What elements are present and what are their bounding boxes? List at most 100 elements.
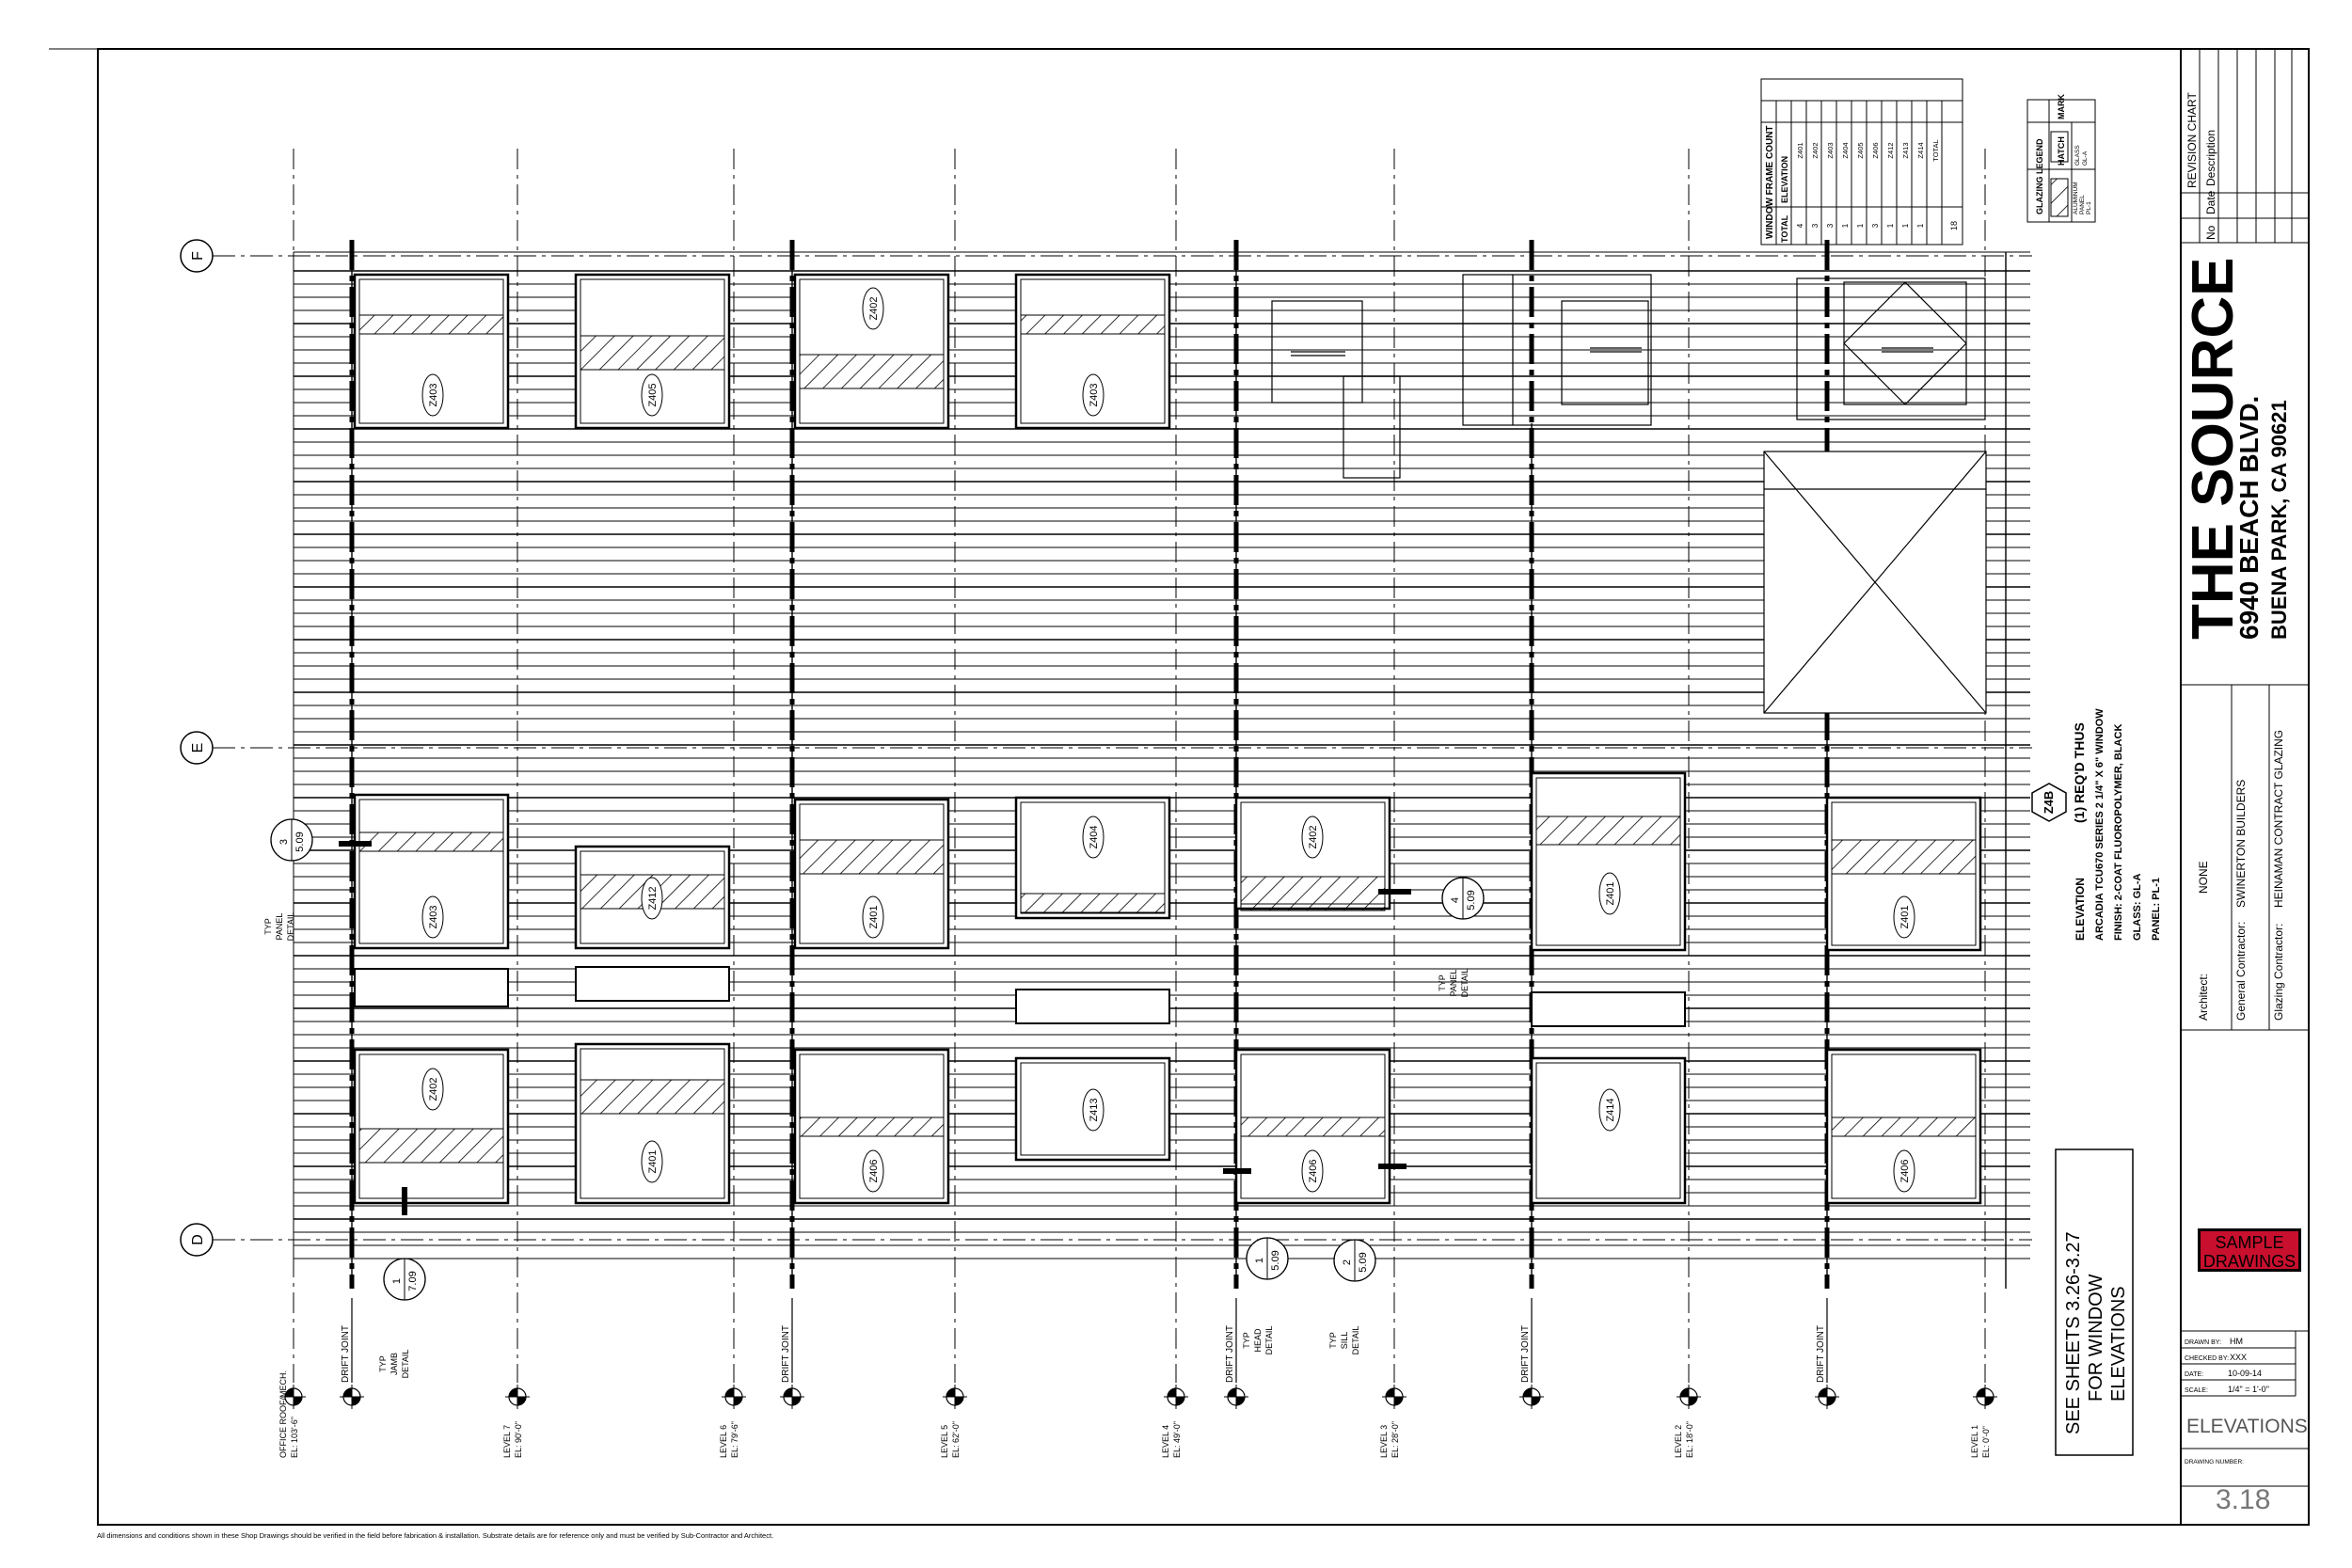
elevation-tag-hexagon — [2031, 783, 2067, 822]
spandrel-panel — [575, 966, 730, 1002]
drawing-number-label: DRAWING NUMBER: — [2185, 1459, 2244, 1465]
window-frame-count-table — [1760, 78, 1963, 245]
detail-word: DETAIL — [1460, 969, 1470, 998]
level-elevation: EL: 18'-0" — [1685, 1421, 1694, 1458]
frame-count-total: 1 — [1856, 223, 1865, 228]
level-elevation: EL: 28'-0" — [1391, 1421, 1400, 1458]
window-mark: Z401 — [647, 1149, 659, 1173]
grid-label-e: E — [190, 743, 206, 753]
elevation-panel: PANEL: PL-1 — [2151, 878, 2162, 941]
date-label: DATE: — [2185, 1371, 2203, 1378]
glazing-contractor-value: HEINAMAN CONTRACT GLAZING — [2272, 730, 2285, 908]
frame-count-mark: Z405 — [1856, 142, 1865, 158]
detail-kind: PANEL — [275, 913, 284, 941]
window-frame: Z406 — [793, 1048, 950, 1205]
window-mark: Z402 — [1308, 825, 1319, 848]
glazing-contractor-label: Glazing Contractor: — [2272, 924, 2285, 1021]
frame-count-total: 1 — [1916, 223, 1925, 228]
revision-chart-title: REVISION CHART — [2185, 92, 2199, 188]
level-name: LEVEL 5 — [940, 1425, 949, 1458]
window-frame: Z401 — [574, 1042, 731, 1205]
detail-kind: JAMB — [389, 1353, 399, 1375]
glazing-mark-aluminum: ALUMINUM — [2073, 182, 2079, 214]
window-frame: Z406 — [1825, 1048, 1982, 1205]
spandrel-panel — [1015, 989, 1170, 1024]
window-mark: Z412 — [647, 886, 659, 910]
level-name: LEVEL 4 — [1161, 1425, 1170, 1458]
level-marker — [1164, 1385, 1188, 1409]
glazing-legend-table — [2026, 99, 2096, 223]
detail-word: DETAIL — [286, 912, 295, 942]
detail-type: TYP — [263, 918, 273, 935]
drawn-by-label: DRAWN BY: — [2185, 1339, 2221, 1346]
level-name: LEVEL 1 — [1970, 1425, 1979, 1458]
revision-header-date: Date — [2204, 190, 2217, 214]
frame-count-header-elevation: ELEVATION — [1780, 156, 1789, 203]
drift-joint-marker — [340, 1385, 364, 1409]
window-frame: Z403 — [353, 793, 510, 950]
frame-count-total: 3 — [1811, 223, 1820, 228]
level-elevation: EL: 49'-0" — [1172, 1421, 1182, 1458]
detail-sheet: 5.09 — [1270, 1250, 1281, 1270]
detail-number: 1 — [1254, 1258, 1265, 1263]
frame-count-mark: Z401 — [1796, 142, 1804, 158]
window-frame: Z412 — [574, 845, 731, 950]
sample-line-1: SAMPLE — [2215, 1233, 2284, 1252]
detail-kind: PANEL — [1449, 970, 1458, 997]
date-value: 10-09-14 — [2228, 1369, 2262, 1378]
elevation-system: ARCADIA TCU670 SERIES 2 1/4" X 6" WINDOW — [2094, 708, 2106, 941]
window-frame: Z414 — [1530, 1056, 1687, 1205]
sheet-title: ELEVATIONS — [2186, 1416, 2308, 1437]
elevation-tag: Z4B — [2042, 791, 2056, 815]
drift-joint-label: DRIFT JOINT — [1816, 1325, 1826, 1383]
level-elevation: EL: 103'-6" — [290, 1417, 299, 1458]
grid-bubble-d — [180, 1223, 214, 1257]
level-elevation: EL: 90'-0" — [514, 1421, 523, 1458]
frame-count-total: 4 — [1796, 223, 1804, 228]
window-frame: Z401 — [793, 798, 950, 950]
level-name: OFFICE ROOF/MECH. — [278, 1370, 288, 1458]
see-sheets-line-3: ELEVATIONS — [2108, 1286, 2129, 1402]
frame-count-total: 3 — [1871, 223, 1880, 228]
project-address-2: BUENA PARK, CA 90621 — [2267, 400, 2291, 640]
scale-value: 1/4" = 1'-0" — [2228, 1385, 2269, 1394]
level-elevation: EL: 79'-6" — [730, 1421, 739, 1458]
level-name: LEVEL 7 — [502, 1425, 512, 1458]
level-marker — [1973, 1385, 1997, 1409]
detail-type: TYP — [1242, 1332, 1251, 1349]
detail-number: 2 — [1342, 1259, 1353, 1265]
window-frame: Z403 — [353, 273, 510, 430]
detail-word: DETAIL — [1264, 1326, 1274, 1355]
drift-joint-marker — [1519, 1385, 1544, 1409]
frame-count-mark: Z406 — [1871, 142, 1880, 158]
sheet-border — [97, 48, 2310, 1526]
detail-type: TYP — [1328, 1332, 1338, 1349]
window-mark: Z403 — [428, 905, 439, 928]
elevation-glass: GLASS: GL-A — [2132, 873, 2143, 941]
drawing-number: 3.18 — [2216, 1484, 2270, 1515]
glazing-legend-header-hatch: HATCH — [2057, 136, 2066, 166]
window-mark: Z402 — [428, 1077, 439, 1101]
window-frame: Z402 — [353, 1048, 510, 1205]
architect-label: Architect: — [2197, 974, 2210, 1021]
window-frame: Z402 — [1234, 796, 1391, 911]
drift-joint-marker — [1815, 1385, 1839, 1409]
scale-label: SCALE: — [2185, 1387, 2208, 1394]
frame-count-total: 3 — [1826, 223, 1835, 228]
level-marker — [1382, 1385, 1406, 1409]
window-frame: Z403 — [1014, 273, 1171, 430]
frame-count-mark: Z402 — [1811, 142, 1820, 158]
detail-kind: HEAD — [1253, 1328, 1263, 1353]
window-mark: Z401 — [868, 905, 880, 928]
drift-joint-marker — [780, 1385, 804, 1409]
level-name: LEVEL 3 — [1379, 1425, 1389, 1458]
glazing-mark-gla: GL-A — [2082, 150, 2089, 166]
revision-chart — [2180, 48, 2310, 1487]
frame-count-total-value: 18 — [1949, 221, 1959, 230]
revision-header-description: Description — [2204, 130, 2217, 186]
